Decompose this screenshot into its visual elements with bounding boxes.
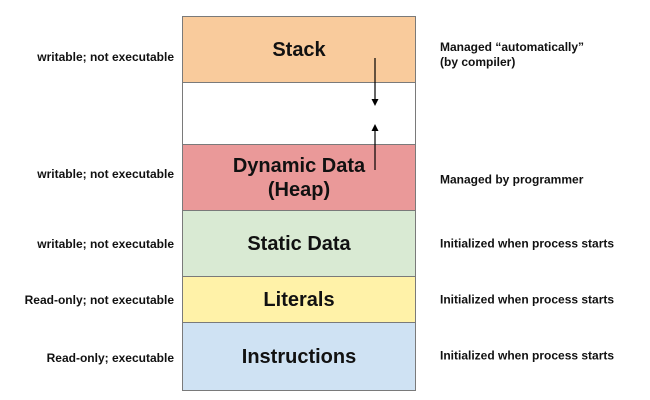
instructions-label: Instructions	[241, 345, 357, 368]
static-data-note: Initialized when process starts	[440, 236, 615, 251]
stack-label: Stack	[272, 38, 326, 61]
heap-note: Managed by programmer	[440, 172, 584, 187]
stack-note: Managed “automatically” (by compiler)	[440, 40, 584, 70]
stack-segment: Stack	[182, 16, 416, 83]
heap-access-label: writable; not executable	[37, 167, 174, 181]
stack-access-label: writable; not executable	[37, 50, 174, 64]
static-data-access-label: writable; not executable	[37, 237, 174, 251]
literals-access-label: Read-only; not executable	[24, 293, 174, 307]
static-data-label: Static Data	[247, 232, 351, 255]
instructions-access-label: Read-only; executable	[46, 351, 174, 365]
free-space-segment	[182, 82, 416, 145]
heap-label: Dynamic Data	[232, 154, 366, 177]
stack-note-line1: Managed “automatically”	[440, 40, 585, 54]
heap-sublabel: (Heap)	[267, 178, 331, 201]
literals-label: Literals	[263, 288, 335, 311]
heap-segment: Dynamic Data (Heap)	[182, 144, 416, 211]
instructions-note: Initialized when process starts	[440, 348, 615, 363]
literals-note: Initialized when process starts	[440, 292, 615, 307]
literals-segment: Literals	[182, 276, 416, 323]
static-data-segment: Static Data	[182, 210, 416, 277]
instructions-segment: Instructions	[182, 322, 416, 391]
stack-note-line2: (by compiler)	[440, 55, 516, 69]
